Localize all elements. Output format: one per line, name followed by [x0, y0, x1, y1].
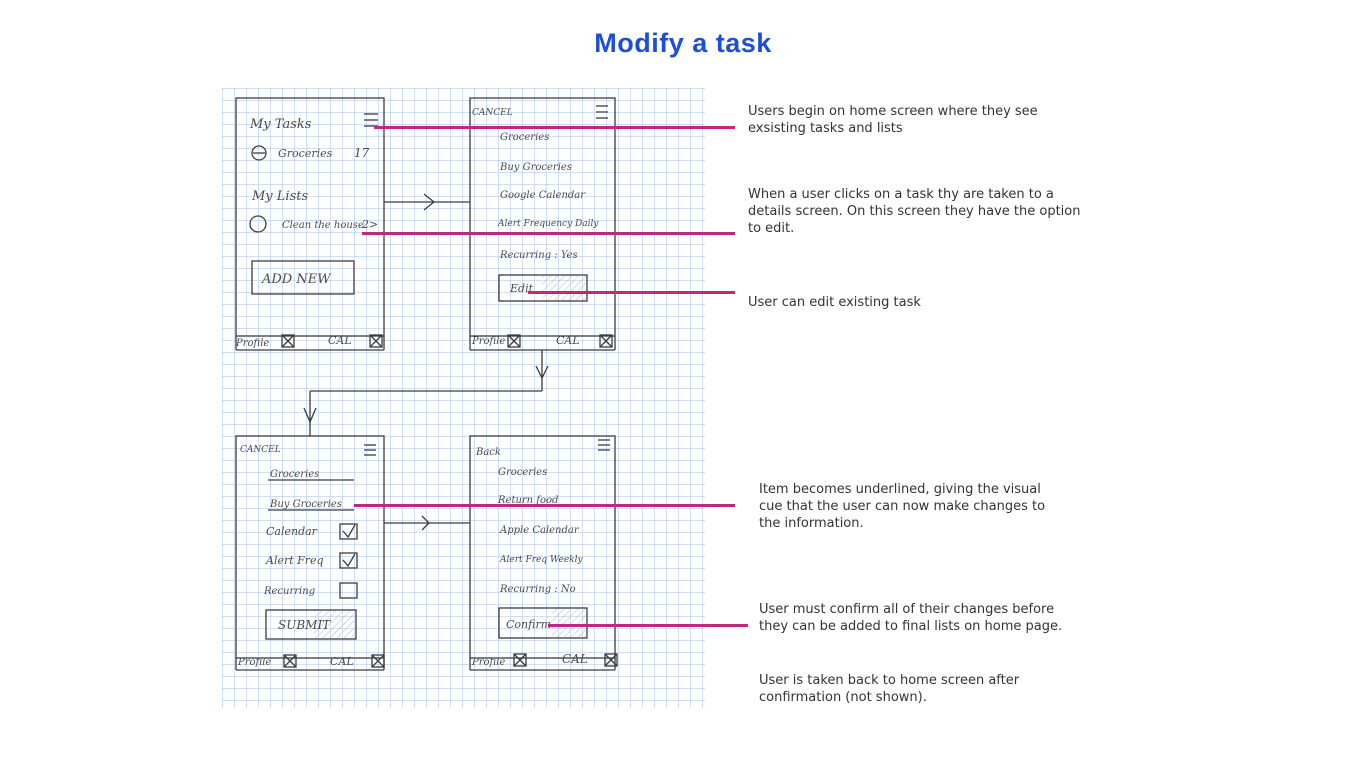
wireframe-sketch: My Tasks Groceries 17 My Lists Clean the… [222, 88, 705, 708]
edit-submit-button[interactable]: SUBMIT [278, 618, 331, 632]
details-line-2: Buy Groceries [499, 162, 572, 173]
edit-cancel[interactable]: CANCEL [240, 445, 281, 455]
edit-alert-label: Alert Freq [265, 554, 324, 567]
edit-calendar-label: Calendar [266, 525, 318, 538]
confirm-back[interactable]: Back [475, 447, 501, 458]
home-list-item: Clean the house [282, 220, 364, 231]
note-underlined-item: Item becomes underlined, giving the visu… [759, 482, 1046, 531]
edit-tab-profile[interactable]: Profile [237, 657, 271, 668]
home-screen-sketch [235, 97, 385, 351]
flow-arrows [303, 193, 549, 531]
edit-recurring-label: Recurring [263, 586, 315, 597]
details-line-4: Alert Frequency Daily [497, 219, 599, 229]
details-edit-button[interactable]: Edit [509, 282, 534, 295]
leader-line-1 [374, 126, 735, 129]
graph-paper-grid [222, 88, 705, 708]
details-line-5: Recurring : Yes [499, 250, 578, 261]
confirm-tab-cal[interactable]: CAL [562, 652, 588, 666]
leader-line-3 [528, 291, 735, 294]
note-confirm-changes: User must confirm all of their changes b… [759, 602, 1063, 634]
confirm-tab-profile[interactable]: Profile [471, 657, 505, 668]
wireframe-svg: My Tasks Groceries 17 My Lists Clean the… [222, 88, 705, 708]
confirm-line-1: Groceries [498, 467, 547, 478]
details-cancel[interactable]: CANCEL [472, 108, 513, 118]
note-details-screen: When a user clicks on a task thy are tak… [748, 187, 1081, 236]
page-title: Modify a task [594, 28, 772, 58]
details-line-1: Groceries [500, 132, 549, 143]
note-home-screen: Users begin on home screen where they se… [748, 104, 1038, 136]
edit-line-2[interactable]: Buy Groceries [269, 499, 342, 510]
details-line-3: Google Calendar [500, 190, 586, 201]
home-task-item: Groceries [278, 147, 333, 160]
note-return-home: User is taken back to home screen after … [759, 673, 1020, 705]
home-tab-cal[interactable]: CAL [328, 334, 352, 347]
edit-tab-cal[interactable]: CAL [330, 655, 354, 668]
details-screen-sketch [469, 97, 616, 351]
confirm-screen-sketch [469, 435, 618, 671]
home-add-new-button[interactable]: ADD NEW [261, 272, 332, 287]
home-task-count: 17 [354, 146, 370, 160]
leader-line-5 [548, 624, 748, 627]
home-list-count: 2> [361, 218, 378, 231]
home-tab-profile[interactable]: Profile [235, 338, 269, 349]
leader-line-2 [362, 232, 735, 235]
confirm-line-3: Apple Calendar [499, 525, 580, 536]
confirm-line-2: Return food [497, 495, 558, 506]
note-edit-task: User can edit existing task [748, 295, 921, 310]
home-my-tasks: My Tasks [249, 117, 312, 132]
details-tab-cal[interactable]: CAL [556, 334, 580, 347]
leader-line-4 [354, 504, 735, 507]
confirm-line-5: Recurring : No [499, 584, 576, 595]
confirm-button[interactable]: Confirm [506, 618, 551, 631]
confirm-line-4: Alert Freq Weekly [499, 555, 583, 565]
edit-line-1[interactable]: Groceries [270, 469, 319, 480]
details-tab-profile[interactable]: Profile [471, 336, 505, 347]
home-my-lists: My Lists [251, 189, 308, 204]
